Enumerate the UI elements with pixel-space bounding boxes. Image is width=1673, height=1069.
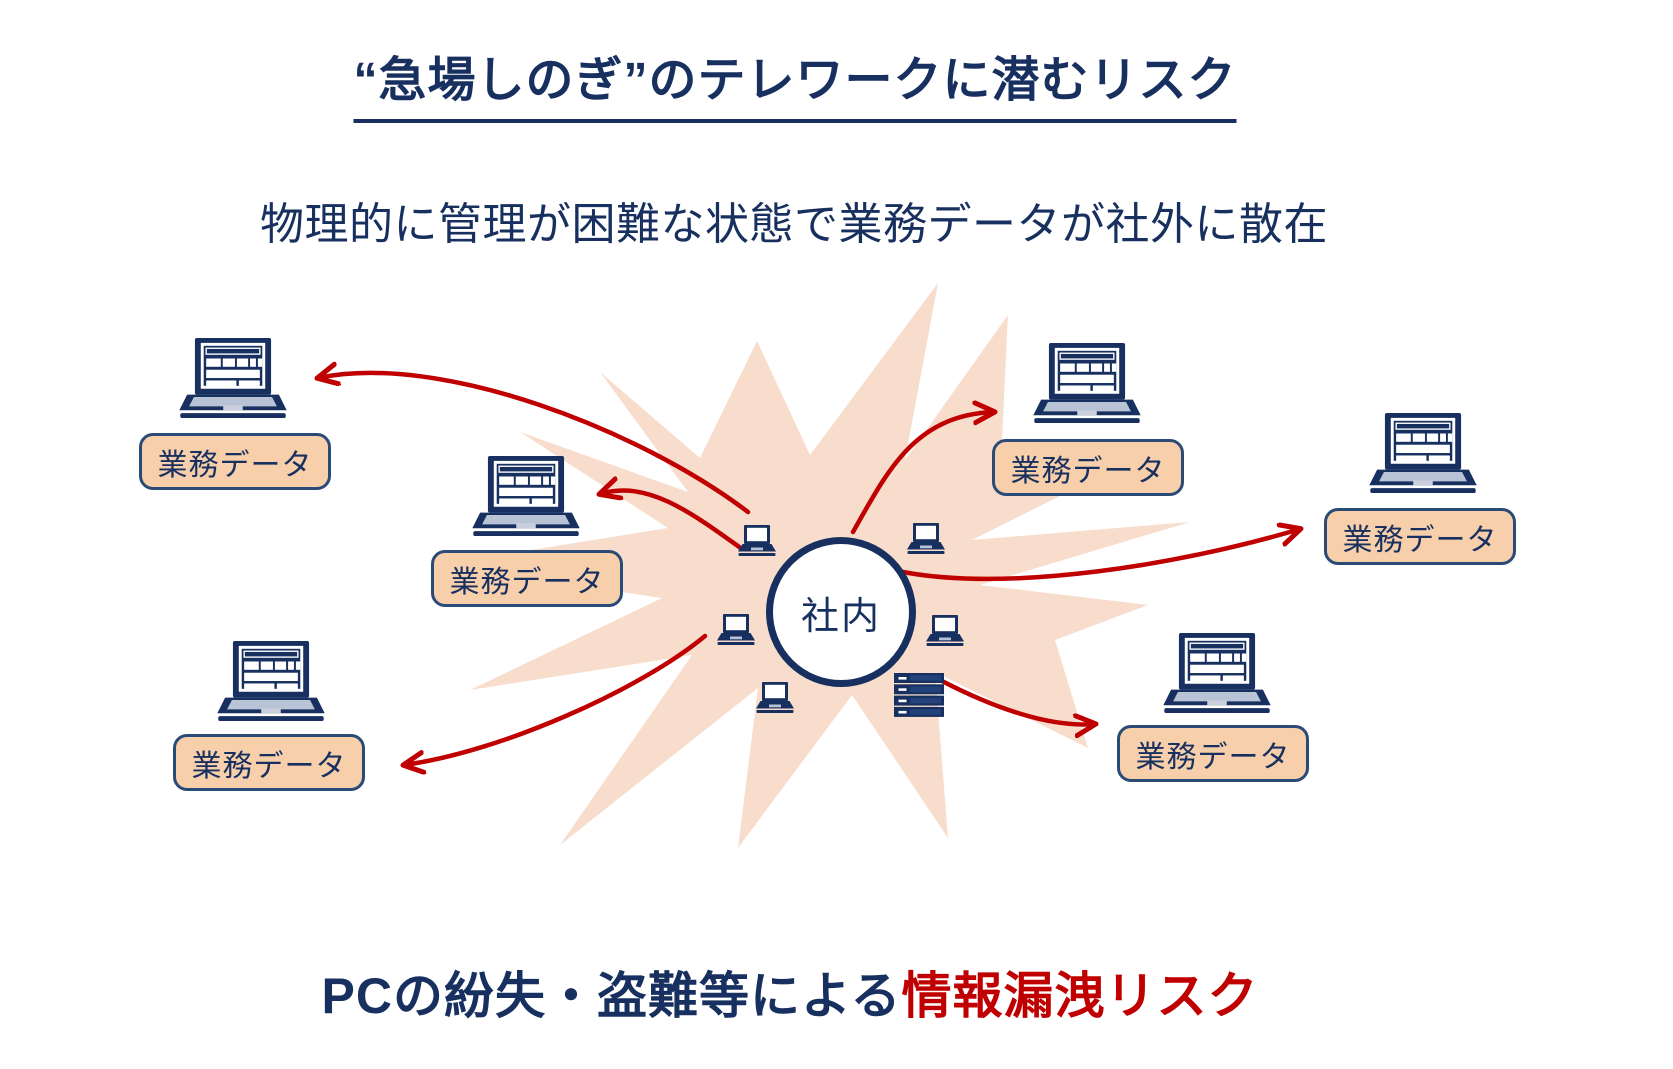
risk-statement-prefix: PCの紛失・盗難等による [321,968,902,1024]
arrow-top-left [318,373,751,515]
business-data-box: 業務データ [1117,725,1309,782]
arrow-right [900,529,1300,582]
business-data-label: 業務データ [157,448,313,482]
business-data-label: 業務データ [449,565,605,599]
page-title: “急場しのぎ”のテレワークに潜むリスク [353,40,1237,123]
laptop-icon [906,523,946,554]
laptop-icon [217,641,325,723]
internal-network-circle: 社内 [766,537,916,687]
laptop-icon [179,338,287,420]
business-data-box: 業務データ [1324,508,1516,565]
laptop-icon [737,525,777,556]
laptop-icon [1163,633,1271,715]
business-data-box: 業務データ [173,734,365,791]
arrow-top-right [850,412,994,535]
arrow-bottom-right [937,677,1095,724]
business-data-box: 業務データ [139,433,331,490]
laptop-icon [472,456,580,538]
laptop-icon [755,682,795,713]
business-data-box: 業務データ [431,550,623,607]
subtitle: 物理的に管理が困難な状態で業務データが社外に散在 [260,200,1328,249]
business-data-label: 業務データ [1010,454,1166,488]
laptop-icon [716,614,756,645]
arrow-bottom-left [404,633,708,765]
risk-statement: PCの紛失・盗難等による情報漏洩リスク [322,956,1259,1028]
business-data-label: 業務データ [191,749,347,783]
internal-network-label: 社内 [800,595,881,638]
laptop-icon [1033,343,1141,425]
laptop-icon [1369,413,1477,495]
laptop-icon [925,615,965,646]
risk-statement-highlight: 情報漏洩リスク [901,968,1259,1024]
server-icon [894,673,944,717]
business-data-label: 業務データ [1342,523,1498,557]
arrow-mid-left [600,491,745,552]
business-data-box: 業務データ [992,439,1184,496]
business-data-label: 業務データ [1135,740,1291,774]
